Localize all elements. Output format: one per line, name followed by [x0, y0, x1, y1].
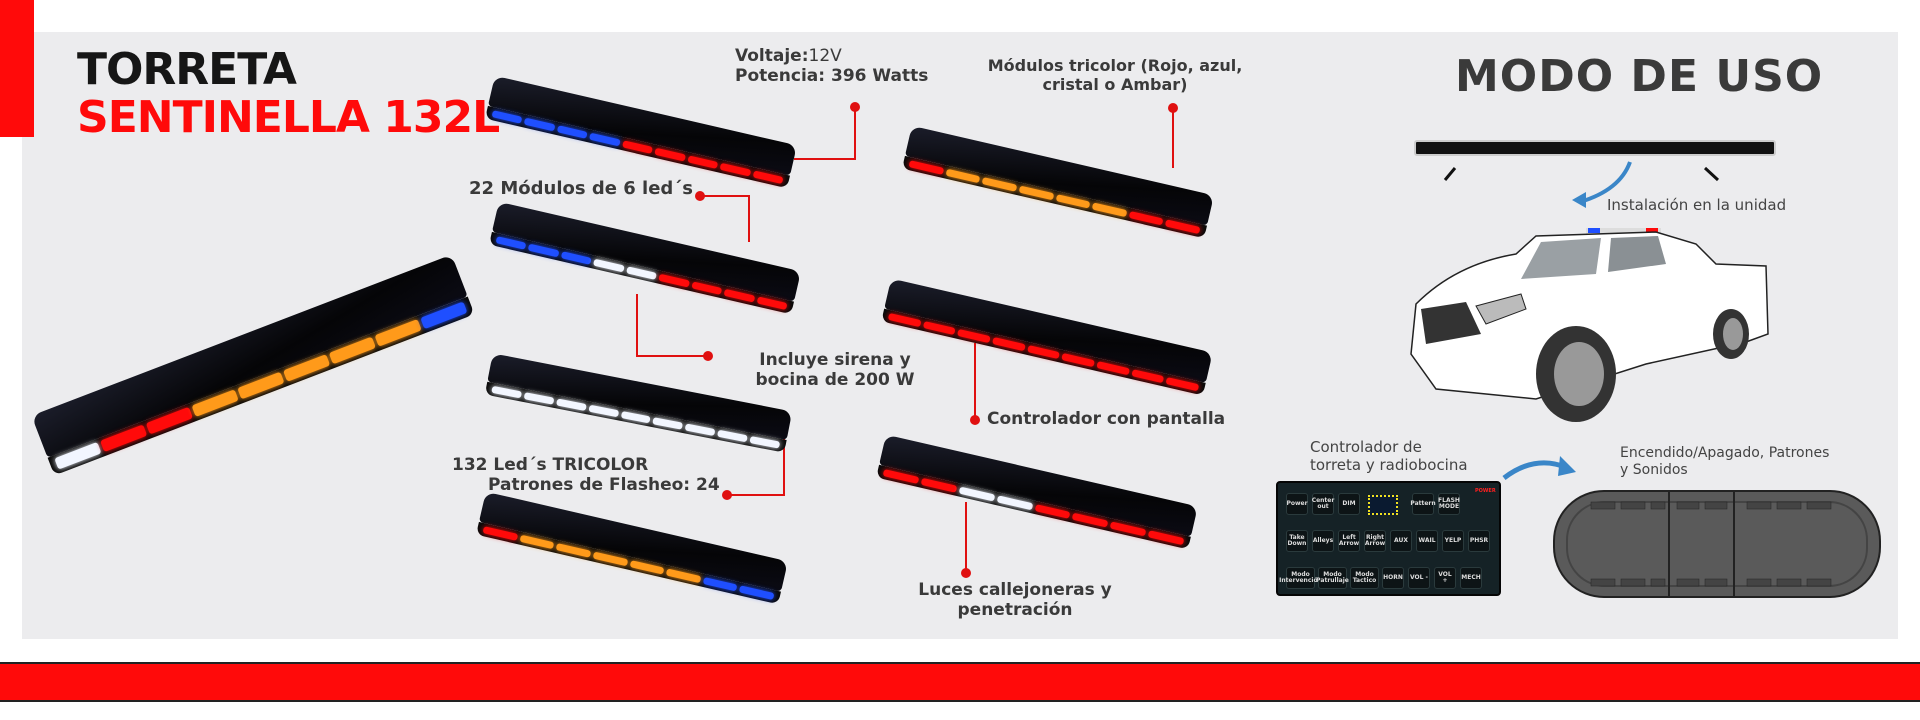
siren-line2: bocina de 200 W — [755, 370, 915, 391]
controller-button-phsr[interactable]: PHSR — [1468, 530, 1490, 552]
functions-caption: Encendido/Apagado, Patrones y Sonidos — [1620, 445, 1829, 479]
controller-button-dim[interactable]: DIM — [1338, 493, 1360, 515]
lightbar-top-view-diagram — [1553, 490, 1881, 598]
siren-label: Incluye sirena y bocina de 200 W — [730, 350, 940, 391]
led-module-white — [717, 430, 748, 443]
controller-button-aux[interactable]: AUX — [1390, 530, 1412, 552]
controller-screen-label: Controlador con pantalla — [987, 409, 1226, 429]
tricolor-line1: Módulos tricolor (Rojo, azul, — [987, 56, 1243, 75]
install-arrow — [1443, 161, 1720, 208]
controller-button-power[interactable]: Power — [1286, 493, 1308, 515]
controller-button-vol-[interactable]: VOL - — [1408, 567, 1430, 589]
functions-line1: Encendido/Apagado, Patrones — [1620, 445, 1830, 461]
controller-button-center-out[interactable]: Center out — [1312, 493, 1334, 515]
modules-leds: 6 — [623, 178, 636, 199]
controller-button-right-arrow[interactable]: Right Arrow — [1364, 530, 1386, 552]
controller-button-yelp[interactable]: YELP — [1442, 530, 1464, 552]
pickup-truck-illustration — [1410, 228, 1769, 422]
lightbar-front-view — [1414, 140, 1776, 156]
patterns-label: Patrones de Flasheo: — [488, 475, 691, 496]
controller-button-take-down[interactable]: Take Down — [1286, 530, 1308, 552]
power-value: 396 Watts — [831, 66, 929, 87]
alley-line1: Luces callejoneras y — [918, 580, 1112, 600]
controller-button-vol-[interactable]: VOL + — [1434, 567, 1456, 589]
power-indicator: POWER — [1475, 488, 1496, 494]
tricolor-label: Módulos tricolor (Rojo, azul, cristal o … — [984, 56, 1246, 94]
controller-caption: Controlador de torreta y radiobocina — [1310, 438, 1468, 474]
controller-display — [1368, 495, 1398, 515]
controller-button-wail[interactable]: WAIL — [1416, 530, 1438, 552]
specs: Voltaje:12V Potencia: 396 Watts — [735, 46, 928, 87]
controller-button-pattern[interactable]: Pattern — [1410, 493, 1436, 515]
red-accent-tab — [0, 0, 34, 137]
leds-count: 132 — [452, 455, 488, 475]
controller-button-modo-tactico[interactable]: Modo Tactico — [1350, 567, 1379, 589]
title-line1: TORRETA — [77, 44, 297, 95]
controller-button-horn[interactable]: HORN — [1382, 567, 1404, 589]
tricolor-line2: cristal o Ambar) — [1042, 75, 1188, 95]
patterns-value: 24 — [696, 475, 720, 496]
controller-button-modo-patrullaje[interactable]: Modo Patrullaje — [1316, 567, 1349, 589]
controller-button-modo-intervenci-n[interactable]: Modo Intervención — [1279, 567, 1322, 589]
leds-label: 132 Led´s TRICOLOR Patrones de Flasheo: … — [452, 455, 720, 496]
led-module-white — [588, 404, 619, 418]
install-text: Instalación en la unidad — [1607, 196, 1787, 214]
modules-text: Módulos de — [500, 178, 617, 199]
led-module-white — [620, 411, 652, 424]
voltage-label: Voltaje: — [735, 46, 809, 66]
led-module-white — [491, 386, 522, 399]
title-line2: SENTINELLA 132L — [77, 92, 500, 143]
voltage-value: 12V — [808, 46, 842, 66]
led-module-white — [523, 392, 555, 405]
alley-line2: penetración — [957, 600, 1073, 621]
controller-button-alleys[interactable]: Alleys — [1312, 530, 1334, 552]
led-module-white — [555, 398, 587, 412]
functions-line2: y Sonidos — [1620, 461, 1688, 478]
flow-arrow-icon — [1502, 456, 1576, 480]
modules-suffix: led´s — [642, 178, 694, 199]
power-label: Potencia: — [735, 66, 826, 87]
controller-caption-line2: torreta y radiobocina — [1310, 456, 1468, 474]
led-module-white — [749, 436, 781, 449]
controller-button-left-arrow[interactable]: Left Arrow — [1338, 530, 1360, 552]
usage-title: MODO DE USO — [1455, 51, 1824, 102]
modules-count: 22 — [469, 178, 495, 199]
modules-label: 22 Módulos de 6 led´s — [469, 178, 693, 200]
controller-button-flash-mode[interactable]: FLASH MODE — [1438, 493, 1460, 515]
led-module-white — [652, 417, 684, 430]
controller-button-mech[interactable]: MECH — [1460, 567, 1482, 589]
controller-caption-line1: Controlador de — [1310, 438, 1422, 456]
led-module-white — [684, 423, 716, 437]
siren-line1: Incluye sirena y — [759, 350, 911, 370]
footer-red-band — [0, 662, 1920, 702]
leds-text: Led´s TRICOLOR — [493, 455, 649, 475]
alley-label: Luces callejoneras y penetración — [900, 580, 1130, 621]
